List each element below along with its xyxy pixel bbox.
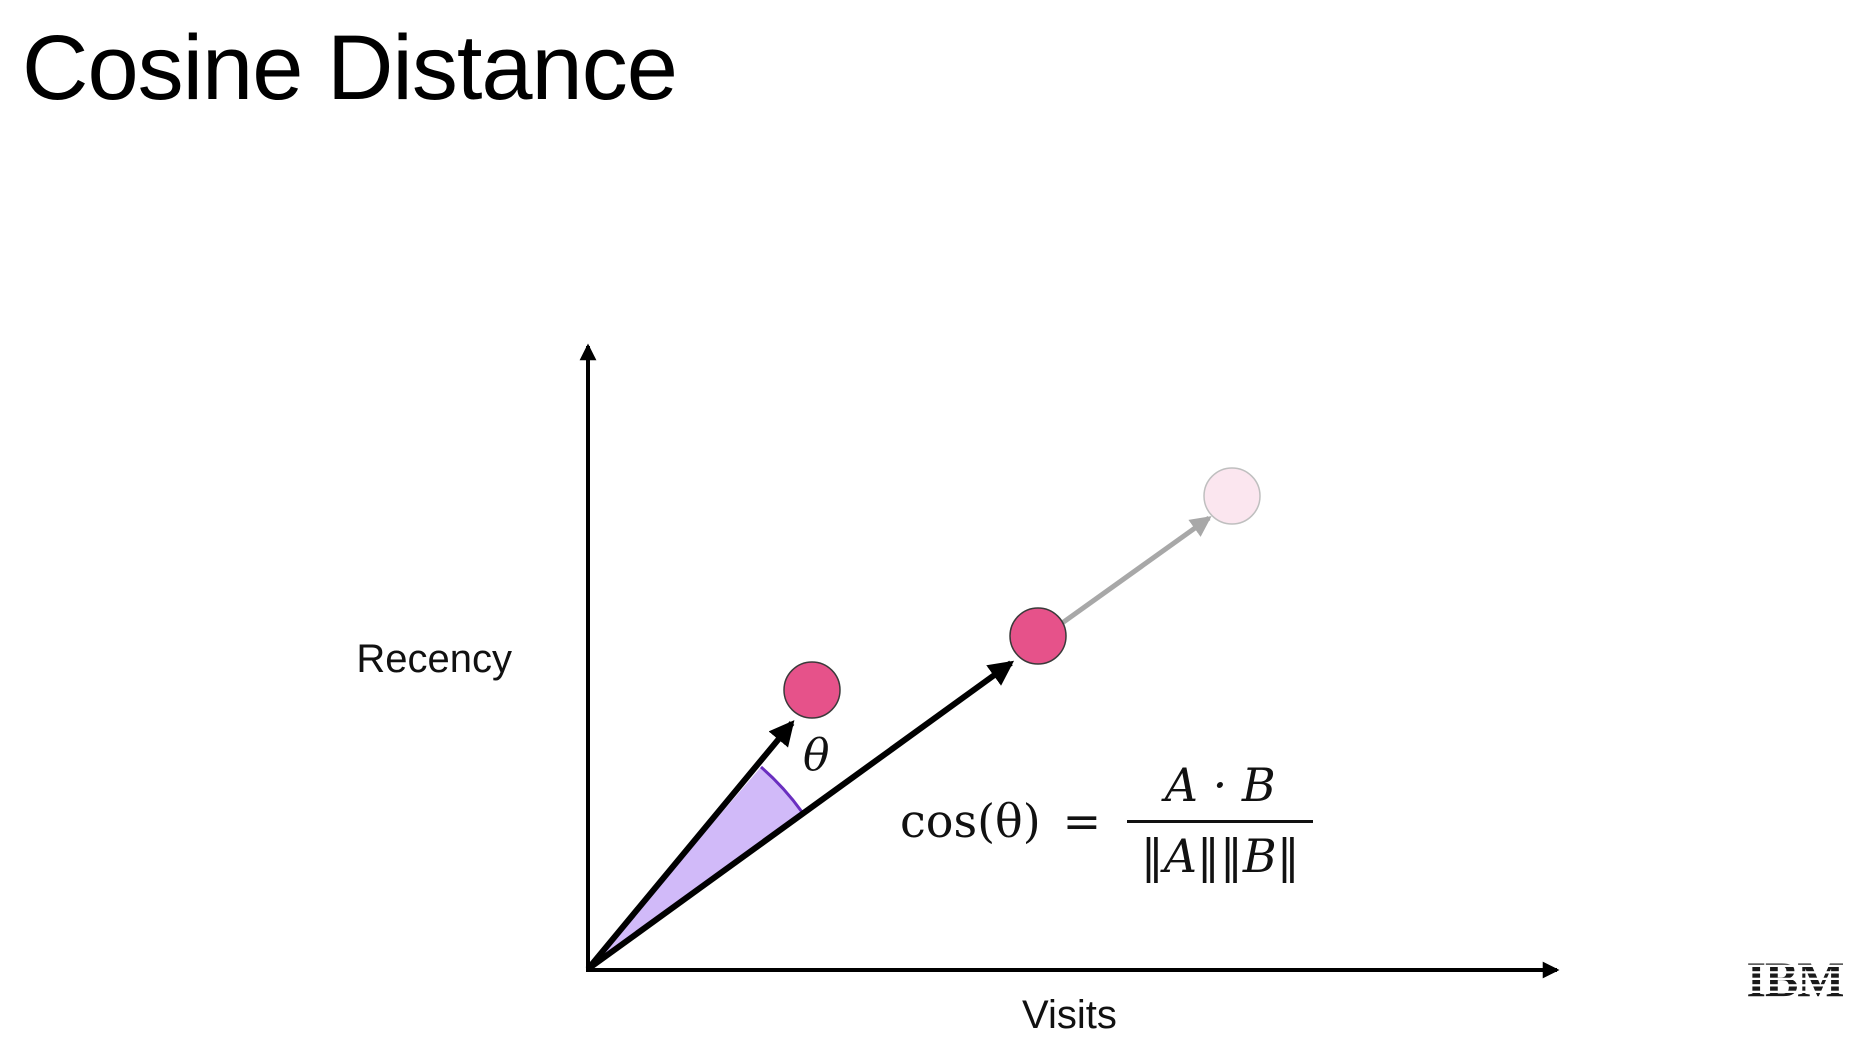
ibm-logo: IBM <box>1747 954 1845 1002</box>
point-a <box>783 661 841 719</box>
x-axis-label: Visits <box>1022 993 1117 1037</box>
ibm-logo-text: IBM <box>1747 954 1844 1002</box>
vector-b-arrow <box>586 660 1015 972</box>
vector-a-arrow <box>585 720 795 971</box>
angle-arc <box>760 765 804 813</box>
formula-fraction: A · B ‖A‖‖B‖ <box>1127 758 1314 883</box>
point-b-scaled-faded <box>1203 467 1261 525</box>
slide-title: Cosine Distance <box>22 17 678 119</box>
fraction-bar <box>1127 820 1314 823</box>
angle-label: θ <box>803 730 830 781</box>
formula-numerator: A · B <box>1164 758 1276 812</box>
extension-arrow <box>1056 515 1212 629</box>
point-b <box>1009 607 1067 665</box>
formula-equals: = <box>1062 793 1102 848</box>
formula-denominator: ‖A‖‖B‖ <box>1140 829 1300 883</box>
cosine-formula: cos(θ) = A · B ‖A‖‖B‖ <box>900 758 1314 883</box>
y-axis-label: Recency <box>356 637 512 681</box>
angle-wedge <box>587 767 802 969</box>
formula-lhs: cos(θ) <box>900 793 1041 848</box>
